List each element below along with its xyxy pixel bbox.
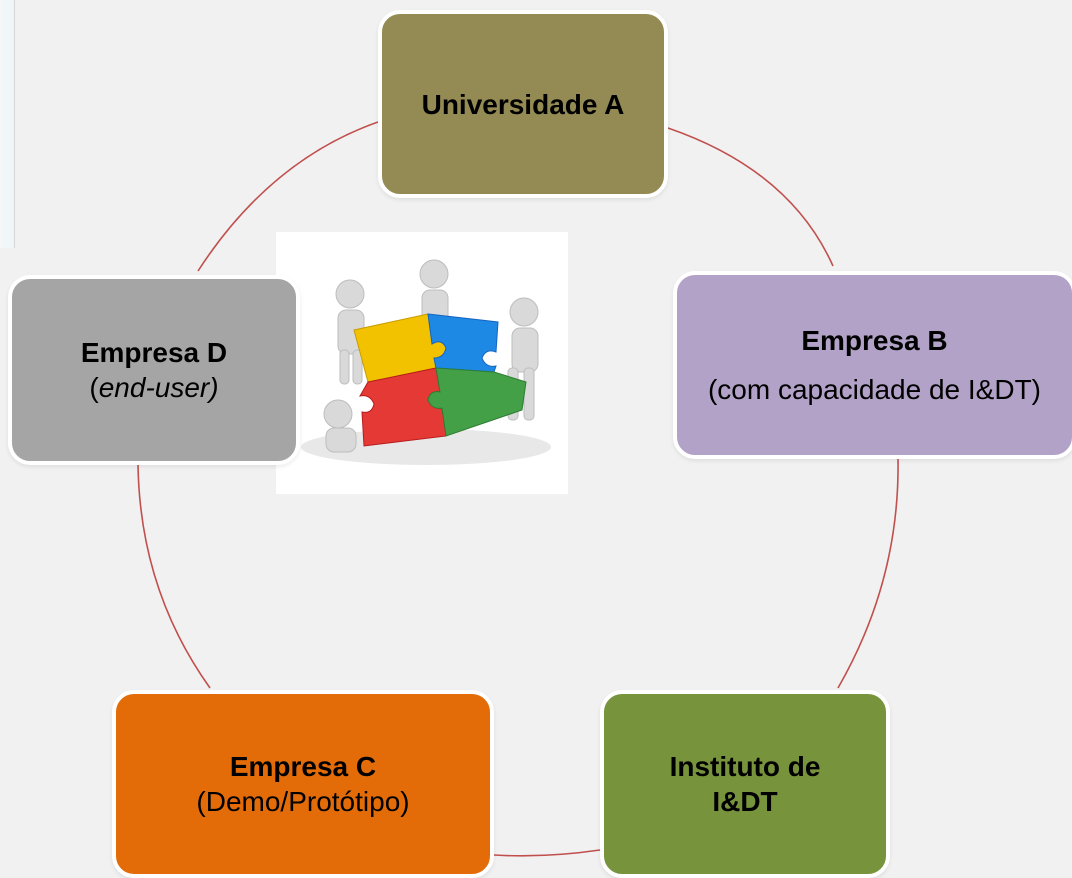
left-edge-strip (0, 0, 15, 248)
arc-b-i (837, 458, 899, 689)
arc-a-b (667, 127, 834, 267)
arc-i-c (493, 849, 601, 857)
node-title: Empresa D (80, 337, 228, 368)
node-title: Instituto de I&DT (669, 751, 821, 817)
node-empresa-b: Empresa B (com capacidade de I&DT) (673, 271, 1072, 459)
node-subtitle: (com capacidade de I&DT) (707, 374, 1042, 405)
subtitle-italic: end-user) (98, 372, 219, 403)
node-subtitle: (end-user) (89, 370, 218, 405)
subtitle-paren: ( (89, 372, 99, 403)
node-subtitle: (Demo/Protótipo) (196, 786, 410, 817)
arc-d-a (197, 121, 379, 272)
node-title: Empresa B (801, 325, 948, 356)
node-title: Universidade A (421, 88, 625, 120)
node-title: Empresa C (229, 751, 377, 782)
node-universidade-a: Universidade A (378, 10, 668, 198)
node-instituto-idt: Instituto de I&DT (600, 690, 890, 878)
arc-c-d (137, 464, 211, 689)
node-empresa-d: Empresa D (end-user) (8, 275, 300, 465)
node-empresa-c: Empresa C (Demo/Protótipo) (112, 690, 494, 878)
puzzle-teamwork-image (276, 232, 568, 494)
puzzle-teamwork-icon (301, 259, 551, 465)
